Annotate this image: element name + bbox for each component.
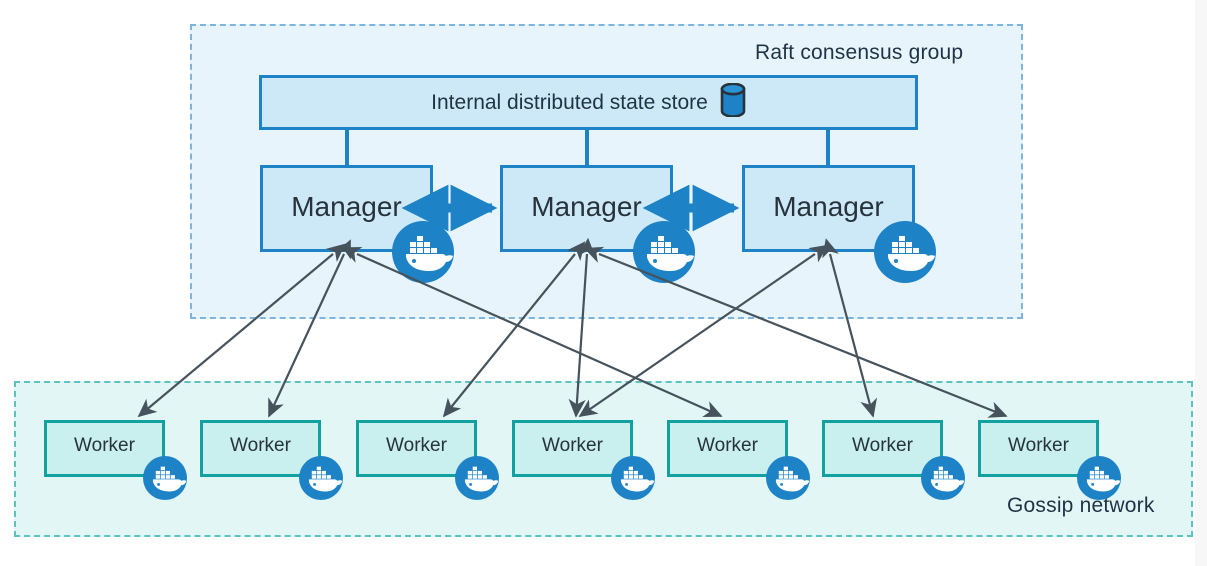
database-cylinder-icon: [720, 82, 746, 122]
manager-label: Manager: [773, 190, 884, 222]
manager-label: Manager: [531, 190, 642, 222]
worker-label: Worker: [852, 434, 913, 456]
docker-whale-icon: [611, 456, 655, 500]
docker-whale-icon: [921, 456, 965, 500]
connector-store-to-manager-1: [585, 128, 589, 167]
state-store-label: Internal distributed state store: [431, 90, 708, 114]
internal-state-store-box[interactable]: Internal distributed state store: [259, 75, 918, 130]
worker-label: Worker: [542, 434, 603, 456]
right-page-edge: [1195, 0, 1207, 566]
worker-label: Worker: [386, 434, 447, 456]
docker-whale-icon: [766, 456, 810, 500]
worker-label: Worker: [697, 434, 758, 456]
docker-whale-icon: [143, 456, 187, 500]
docker-whale-icon: [1077, 456, 1121, 500]
gossip-network-group-label: Gossip network: [1007, 494, 1155, 517]
worker-node-4[interactable]: Worker: [512, 420, 633, 477]
docker-whale-icon: [633, 221, 695, 283]
worker-node-3[interactable]: Worker: [356, 420, 477, 477]
connector-store-to-manager-2: [826, 128, 830, 167]
worker-label: Worker: [74, 434, 135, 456]
connector-store-to-manager-0: [345, 128, 349, 167]
raft-consensus-group-label: Raft consensus group: [755, 41, 964, 64]
docker-whale-icon: [455, 456, 499, 500]
worker-label: Worker: [1008, 434, 1069, 456]
docker-whale-icon: [299, 456, 343, 500]
worker-label: Worker: [230, 434, 291, 456]
docker-whale-icon: [874, 221, 936, 283]
manager-label: Manager: [291, 190, 402, 222]
docker-whale-icon: [392, 221, 454, 283]
worker-node-1[interactable]: Worker: [44, 420, 165, 477]
